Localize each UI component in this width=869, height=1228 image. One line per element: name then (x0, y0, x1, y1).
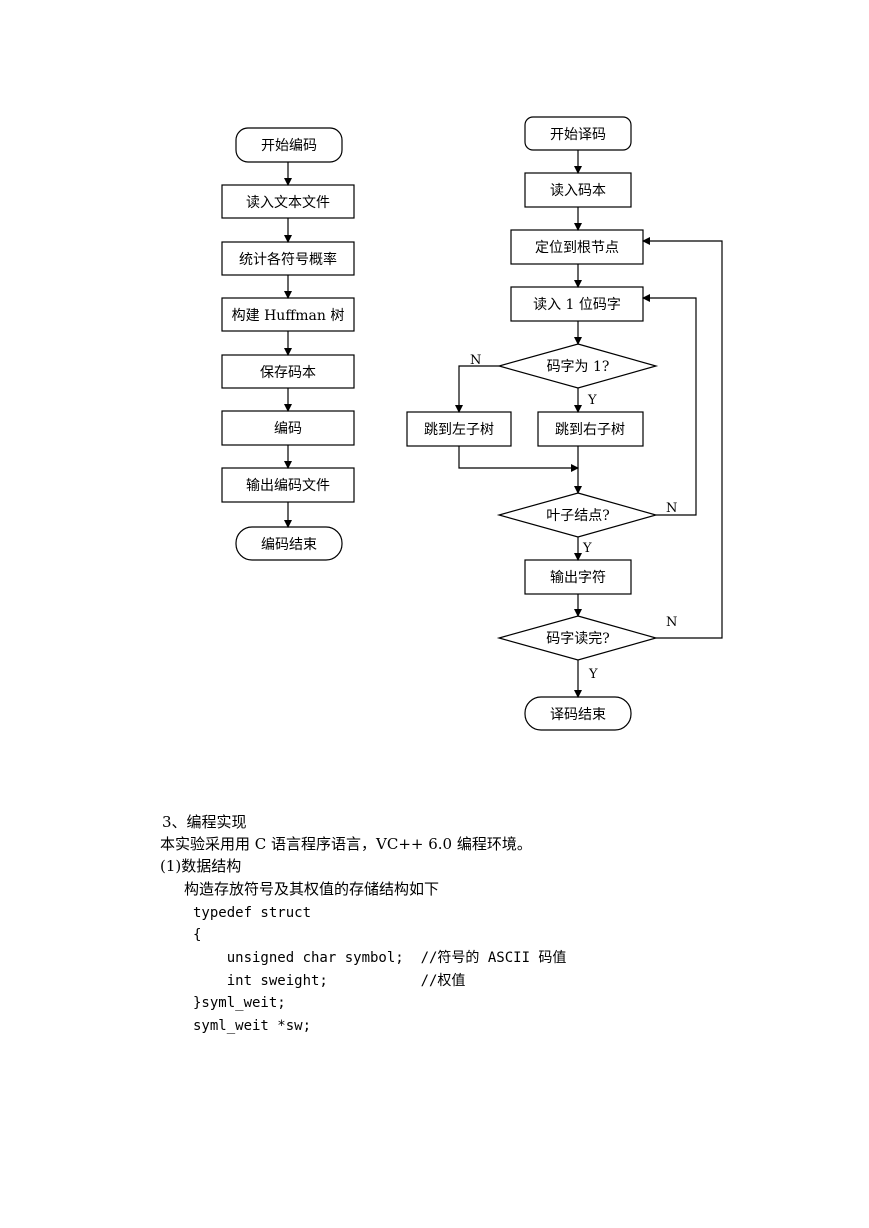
subheading: (1)数据结构 (160, 857, 242, 875)
encode-start-label: 开始编码 (261, 138, 317, 154)
jump-left-label: 跳到左子树 (424, 422, 494, 438)
encode-flowchart (221, 127, 355, 561)
encode-step-label: 统计各符号概率 (239, 251, 337, 268)
section-heading: 3、编程实现 (162, 813, 247, 831)
code-line: { (193, 927, 202, 943)
decode-end-label: 译码结束 (550, 707, 606, 723)
encode-step-label: 输出编码文件 (246, 478, 330, 494)
encode-step-label: 读入文本文件 (246, 194, 330, 211)
flow-arrow (455, 365, 499, 413)
encode-step-label: 构建 Huffman 树 (232, 308, 345, 324)
jump-right-node (537, 411, 644, 447)
encode-step-label: 编码 (274, 421, 302, 437)
flow-arrow (642, 237, 723, 639)
is-one-label: 码字为 1? (547, 359, 610, 375)
output-char-label: 输出字符 (550, 570, 606, 586)
code-line: syml_weit *sw; (193, 1018, 312, 1034)
branch-label-y: Y (587, 393, 597, 408)
intro-paragraph: 本实验采用用 C 语言程序语言，VC++ 6.0 编程环境。 (160, 835, 532, 853)
is-leaf-label: 叶子结点? (546, 508, 610, 524)
code-line: int sweight; //权值 (193, 973, 466, 989)
locate-root-label: 定位到根节点 (535, 240, 619, 256)
is-done-label: 码字读完? (546, 630, 610, 647)
code-line: typedef struct (193, 905, 312, 921)
branch-labels: N Y N Y N Y (470, 353, 677, 682)
encode-step-label: 保存码本 (260, 365, 316, 381)
branch-label-y: Y (588, 667, 598, 682)
flow-arrow (458, 446, 579, 472)
encode-start-node (235, 127, 343, 163)
flow-arrow (642, 294, 697, 516)
branch-label-y: Y (582, 541, 592, 556)
read-bit-label: 读入 1 位码字 (533, 296, 621, 313)
decode-start-label: 开始译码 (550, 127, 606, 143)
description: 构造存放符号及其权值的存储结构如下 (184, 880, 440, 898)
encode-labels: 开始编码 读入文本文件 统计各符号概率 构建 Huffman 树 保存码本 编码… (232, 138, 345, 553)
code-line: }syml_weit; (193, 995, 286, 1011)
branch-label-n: N (666, 615, 677, 630)
branch-label-n: N (470, 353, 481, 368)
read-codebook-label: 读入码本 (550, 182, 606, 199)
flowchart-canvas: 开始编码 读入文本文件 统计各符号概率 构建 Huffman 树 保存码本 编码… (221, 116, 723, 731)
code-line: unsigned char symbol; //符号的 ASCII 码值 (193, 950, 567, 966)
decode-labels: 开始译码 读入码本 定位到根节点 读入 1 位码字 码字为 1? 跳到左子树 跳… (424, 127, 625, 723)
encode-end-label: 编码结束 (261, 537, 317, 553)
jump-right-label: 跳到右子树 (555, 422, 625, 438)
decode-flowchart (406, 116, 723, 731)
branch-label-n: N (666, 501, 677, 516)
